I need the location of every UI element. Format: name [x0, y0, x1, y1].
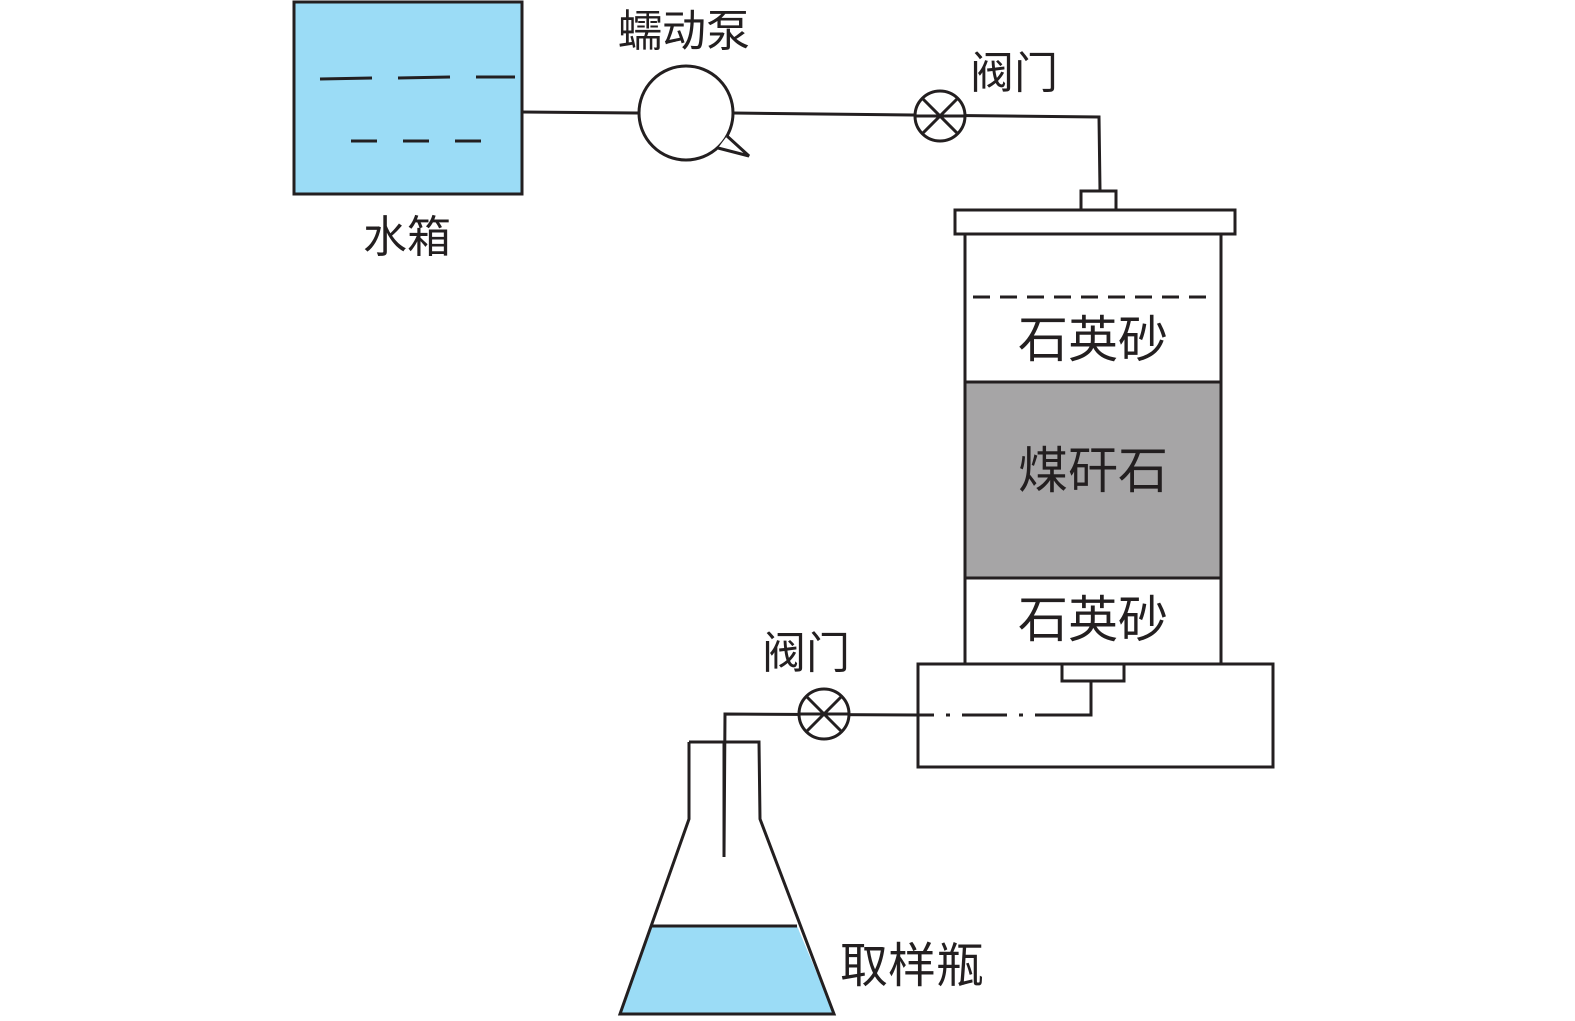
coal-gangue-label: 煤矸石 [1018, 442, 1168, 500]
water-level-dashes [319, 75, 515, 143]
valve-bottom-icon [797, 687, 851, 741]
sample-liquid [620, 926, 834, 1014]
peristaltic-pump-icon [637, 64, 751, 162]
soil-column [916, 189, 1275, 769]
outlet-pipe-vertical [1080, 681, 1093, 717]
water-tank-label: 水箱 [363, 212, 451, 263]
water-tank [292, 0, 524, 196]
coal-gangue-layer [963, 380, 1223, 580]
valve-top-label: 阀门 [970, 48, 1058, 99]
quartz-sand-bottom-layer [963, 576, 1223, 666]
pipe-tank-to-pump [521, 110, 639, 115]
water-tank-body [292, 0, 524, 196]
column-outlet [1060, 662, 1126, 683]
quartz-sand-bottom-label: 石英砂 [1018, 591, 1168, 649]
pump-label: 蠕动泵 [618, 6, 750, 57]
valve-top-icon [913, 89, 967, 143]
sample-bottle-icon [617, 740, 837, 1016]
column-cap [953, 208, 1237, 236]
sample-bottle-label: 取样瓶 [840, 938, 984, 994]
quartz-sand-top-label: 石英砂 [1018, 311, 1168, 369]
pipe-pump-to-column [732, 111, 1102, 191]
valve-bottom-label: 阀门 [762, 628, 850, 679]
column-inlet [1079, 189, 1118, 212]
